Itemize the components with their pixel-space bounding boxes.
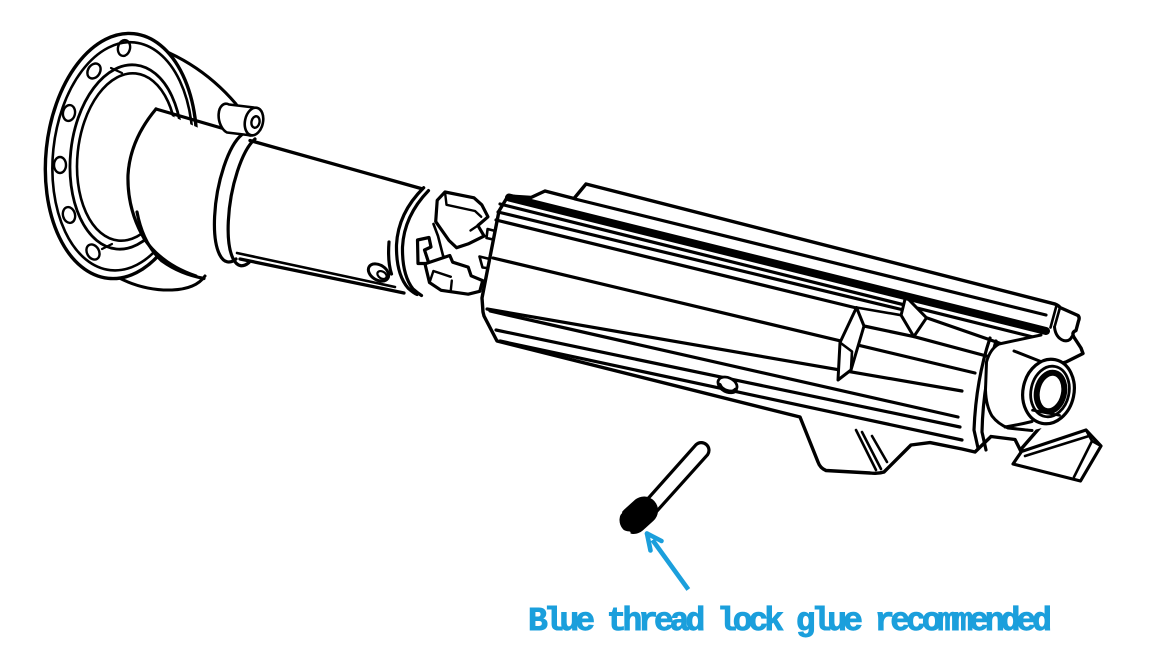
svg-text:Blue thread lock glue recommen: Blue thread lock glue recommended	[528, 603, 1050, 640]
